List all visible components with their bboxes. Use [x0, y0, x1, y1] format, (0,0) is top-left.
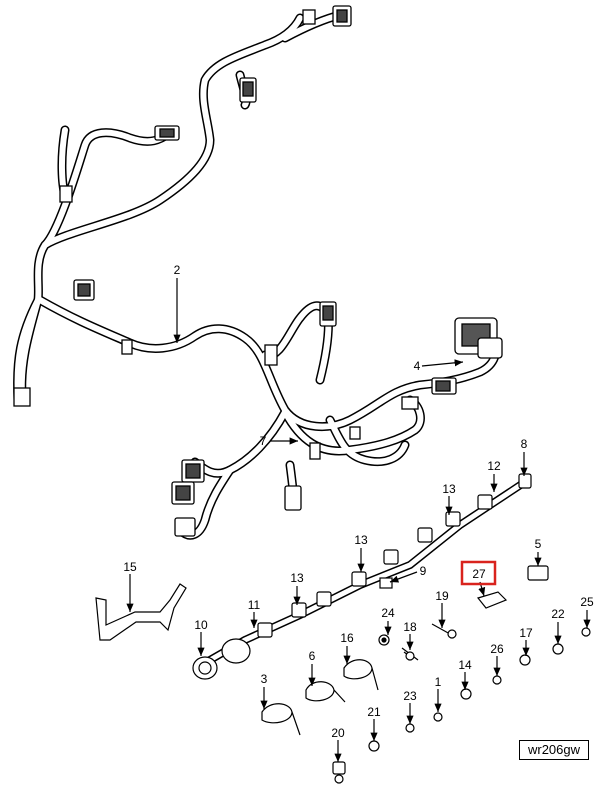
callout-labels: 2 4 7 8 12 13 13 9 13 11 10 15 5 27 3 6 …: [123, 263, 594, 740]
callout-8: 8: [521, 437, 528, 451]
callout-15: 17: [519, 626, 533, 640]
callout-1: 1: [435, 675, 442, 689]
callout-23: 23: [403, 689, 417, 703]
callout-14: 14: [458, 658, 472, 672]
callout-5: 5: [535, 537, 542, 551]
cable-tie-16: [343, 659, 379, 691]
callout-3: 3: [261, 672, 268, 686]
callout-25: 25: [580, 595, 594, 609]
callout-18: 18: [403, 620, 417, 634]
callout-13-c: 13: [290, 571, 304, 585]
diagram-reference-code: wr206gw: [519, 740, 589, 760]
callout-11: 11: [248, 598, 261, 612]
callout-2: 2: [174, 263, 181, 277]
connector-lock-27: [476, 591, 508, 609]
callout-16: 16: [340, 631, 354, 645]
callout-10: 10: [194, 618, 208, 632]
callout-19: 19: [435, 589, 449, 603]
callout-13-a: 13: [442, 482, 456, 496]
callout-6: 6: [309, 649, 316, 663]
callout-13-b: 13: [354, 533, 368, 547]
callout-12: 12: [487, 459, 501, 473]
callout-17: 15: [123, 560, 137, 574]
main-engine-harness: [18, 10, 501, 540]
callout-26: 26: [490, 642, 504, 656]
cable-tie-3: [261, 703, 301, 736]
callout-4: 4: [414, 359, 421, 373]
callout-20: 20: [331, 726, 345, 740]
harness-connectors: [13, 5, 503, 537]
callout-7: 7: [260, 434, 267, 448]
small-parts: [95, 565, 591, 784]
callout-highlight: [460, 560, 497, 586]
callout-22: 22: [551, 607, 565, 621]
callout-9: 9: [420, 564, 427, 578]
bracket-17: [95, 583, 187, 641]
callout-21: 21: [367, 705, 381, 719]
injector-connectors: [192, 473, 532, 680]
callout-24: 24: [381, 606, 395, 620]
callout-27: 27: [472, 567, 486, 581]
leader-lines: [126, 278, 591, 762]
